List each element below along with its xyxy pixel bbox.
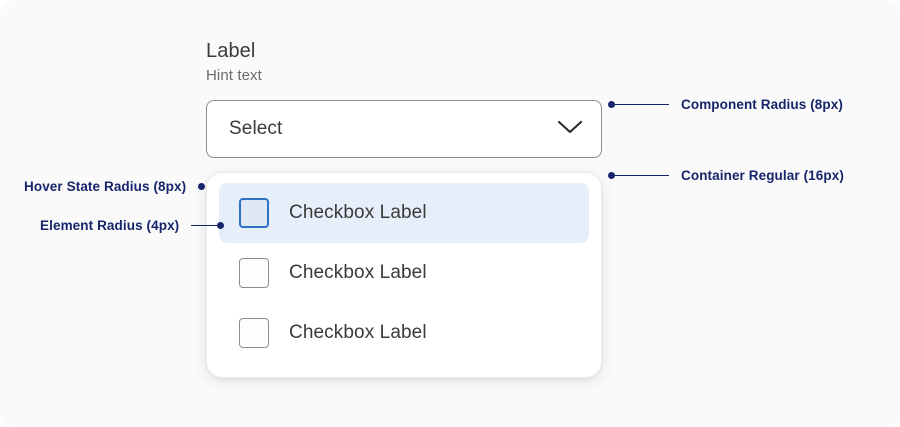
annotation-container-regular: Container Regular (16px) — [608, 168, 844, 183]
list-item[interactable]: Checkbox Label — [219, 303, 589, 363]
annotation-element-radius: Element Radius (4px) — [40, 218, 225, 233]
annotation-dot — [608, 101, 615, 108]
annotation-label: Component Radius (8px) — [681, 97, 843, 112]
checkbox-input[interactable] — [239, 198, 269, 228]
annotation-hover-state-radius: Hover State Radius (8px) — [24, 179, 206, 194]
field-label: Label — [206, 40, 256, 62]
list-item[interactable]: Checkbox Label — [219, 243, 589, 303]
checkbox-label: Checkbox Label — [289, 262, 427, 283]
select-value: Select — [229, 118, 283, 139]
checkbox-input[interactable] — [239, 258, 269, 288]
annotation-dot — [217, 222, 225, 229]
checkbox-label: Checkbox Label — [289, 202, 427, 223]
list-item[interactable]: Checkbox Label — [219, 183, 589, 243]
field-hint-text: Hint text — [206, 67, 262, 84]
annotation-label: Container Regular (16px) — [681, 168, 844, 183]
annotation-dot — [608, 172, 615, 179]
annotation-component-radius: Component Radius (8px) — [608, 97, 843, 112]
chevron-down-icon[interactable] — [557, 119, 583, 140]
checkbox-input[interactable] — [239, 318, 269, 348]
annotation-leader-line — [615, 174, 669, 177]
annotation-dot — [198, 183, 206, 190]
annotation-label: Hover State Radius (8px) — [24, 179, 187, 194]
annotation-leader-line — [615, 103, 669, 106]
select-form-group: Label Hint text Select — [206, 38, 602, 158]
checkbox-label: Checkbox Label — [289, 322, 427, 343]
annotation-leader-line — [191, 224, 218, 227]
dropdown-panel: Checkbox Label Checkbox Label Checkbox L… — [206, 172, 602, 378]
select-input[interactable]: Select — [206, 100, 602, 158]
annotation-label: Element Radius (4px) — [40, 218, 180, 233]
